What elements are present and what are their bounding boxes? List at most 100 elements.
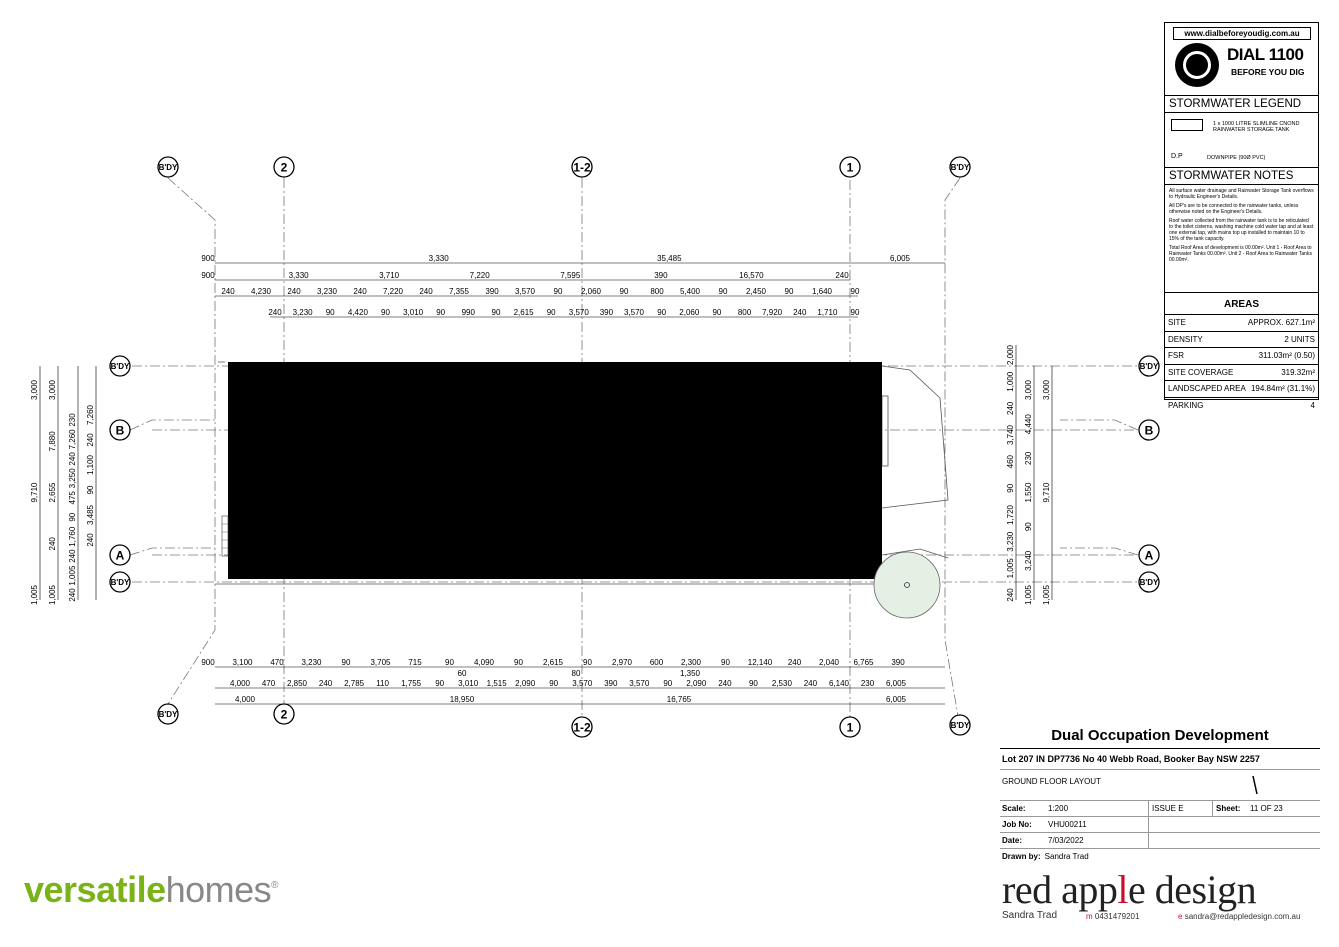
vh-part2: homes <box>165 869 272 910</box>
job-value: VHU00211 <box>1048 820 1087 829</box>
date-row: Date: 7/03/2022 <box>1000 833 1320 849</box>
dimension-value: 460 <box>1006 454 1015 468</box>
dimension-value: 240 <box>68 549 77 563</box>
dimension-value: 1,515 <box>487 679 508 688</box>
dimension-value: 240 <box>287 287 301 296</box>
building-footprint <box>228 362 882 579</box>
dimension-value: 230 <box>861 679 875 688</box>
area-label: PARKING <box>1168 400 1204 410</box>
dimension-value: 1,005 <box>1042 584 1051 605</box>
area-label: DENSITY <box>1168 334 1203 344</box>
dimension-value: 9,710 <box>30 482 39 503</box>
grid-bubble: B <box>1138 419 1160 441</box>
dimension-value: 4,440 <box>1024 414 1033 435</box>
dimension-value: 1,005 <box>1006 558 1015 579</box>
dimension-value: 90 <box>1006 483 1015 492</box>
downpipe-symbol: D.P <box>1171 153 1183 160</box>
dimension-value: 990 <box>462 308 476 317</box>
svg-text:2: 2 <box>281 161 288 175</box>
dimension-value: 1,005 <box>68 565 77 586</box>
note-4: Total Roof Area of development is 00.00m… <box>1169 245 1312 263</box>
dimension-value: 3,570 <box>624 308 645 317</box>
svg-text:B'DY: B'DY <box>1140 578 1159 587</box>
dimension-value: 90 <box>785 287 794 296</box>
dimension-value: 90 <box>851 308 860 317</box>
dimension-value: 3,240 <box>1024 550 1033 571</box>
dimension-value: 90 <box>663 679 672 688</box>
dbyd-line1: DIAL 1100 <box>1227 45 1304 64</box>
dimension-value: 2,040 <box>819 658 840 667</box>
dimension-text-vertical: 3,0009,7101,0053,0007,8802,6552401,00523… <box>30 344 1051 605</box>
drawing-name: GROUND FLOOR LAYOUT <box>1000 770 1320 801</box>
dimension-value: 240 <box>804 679 818 688</box>
dimension-value: 1,100 <box>86 454 95 475</box>
dimension-value: 90 <box>712 308 721 317</box>
dimension-value: 230 <box>1024 451 1033 465</box>
dimension-value: 3,250 <box>68 468 77 489</box>
dimension-value: 1,005 <box>30 584 39 605</box>
dimension-value: 60 <box>458 669 467 678</box>
dimension-value: 240 <box>68 588 77 602</box>
rad-part2: l <box>1117 867 1128 912</box>
dimension-value: 2,090 <box>686 679 707 688</box>
dimension-value: 4,090 <box>474 658 495 667</box>
dimension-value: 240 <box>68 452 77 466</box>
dimension-value: 4,000 <box>230 679 251 688</box>
dimension-value: 3,000 <box>1024 379 1033 400</box>
dimension-value: 16,570 <box>739 271 764 280</box>
dimension-value: 240 <box>718 679 732 688</box>
dimension-value: 470 <box>262 679 276 688</box>
dimension-value: 2,300 <box>681 658 702 667</box>
dimension-value: 3,000 <box>30 379 39 400</box>
dimension-value: 2,530 <box>772 679 793 688</box>
area-label: SITE COVERAGE <box>1168 367 1234 377</box>
rad-wordmark: red apple design <box>1002 868 1322 912</box>
dimension-value: 90 <box>86 485 95 494</box>
dimension-value: 240 <box>1006 588 1015 602</box>
area-value: 194.84m² (31.1%) <box>1250 384 1315 393</box>
dimension-value: 3,570 <box>569 308 590 317</box>
dimension-value: 90 <box>721 658 730 667</box>
area-label: LANDSCAPED AREA <box>1168 384 1246 393</box>
dimension-value: 470 <box>270 658 284 667</box>
no-dig-icon <box>1175 43 1219 87</box>
stormwater-notes: All surface water drainage and Rainwater… <box>1165 185 1318 293</box>
dimension-value: 1,720 <box>1006 504 1015 525</box>
dimension-value: 7,260 <box>68 429 77 450</box>
svg-text:1-2: 1-2 <box>573 721 591 735</box>
dimension-value: 240 <box>86 433 95 447</box>
dimension-value: 3,010 <box>403 308 424 317</box>
dimension-value: 3,000 <box>48 379 57 400</box>
grid-bubble: A <box>1138 544 1160 566</box>
dimension-value: 90 <box>342 658 351 667</box>
dimension-value: 3,485 <box>86 504 95 525</box>
dimension-value: 90 <box>620 287 629 296</box>
dbyd-url[interactable]: www.dialbeforeyoudig.com.au <box>1173 27 1311 40</box>
svg-text:1: 1 <box>847 161 854 175</box>
grid-bubble: 1 <box>839 156 861 178</box>
scale-row: Scale: 1:200 ISSUE E Sheet: 11 OF 23 <box>1000 801 1320 817</box>
job-row: Job No: VHU00211 <box>1000 817 1320 833</box>
dimension-value: 2,655 <box>48 482 57 503</box>
rad-email[interactable]: sandra@redappledesign.com.au <box>1184 912 1301 921</box>
dimension-value: 240 <box>353 287 367 296</box>
dimension-value: 110 <box>376 679 389 688</box>
dimension-value: 90 <box>435 679 444 688</box>
dimension-value: 9,710 <box>1042 482 1051 503</box>
rad-contact: Sandra Trad m 0431479201 e sandra@redapp… <box>1002 910 1322 921</box>
dimension-value: 90 <box>68 512 77 521</box>
tree-circle <box>873 551 941 619</box>
dimension-value: 390 <box>654 271 668 280</box>
svg-text:B'DY: B'DY <box>951 721 970 730</box>
rad-name: Sandra Trad <box>1002 910 1058 921</box>
dimension-value: 240 <box>221 287 235 296</box>
title-block: Dual Occupation Development Lot 207 IN D… <box>1000 724 1320 867</box>
legend-downpipe: D.P DOWNPIPE (90Ø PVC) <box>1165 145 1318 168</box>
drawing-name-text: GROUND FLOOR LAYOUT <box>1002 777 1101 786</box>
dimension-value: 6,765 <box>853 658 874 667</box>
